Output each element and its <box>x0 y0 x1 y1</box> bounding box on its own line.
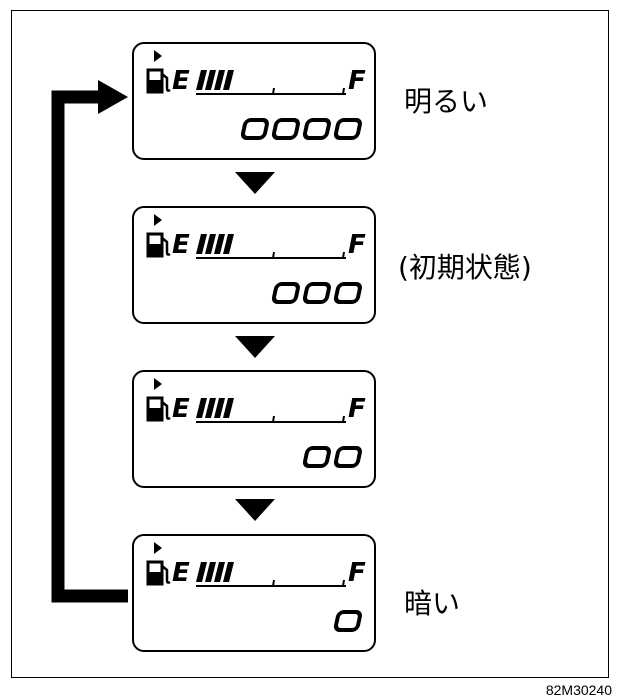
brightness-segment <box>302 446 331 468</box>
fuel-full-letter: F <box>348 66 366 96</box>
figure-code: 82M30240 <box>545 682 612 698</box>
brightness-segment <box>302 118 331 140</box>
brightness-segment <box>302 282 331 304</box>
gauge-bar <box>205 562 216 582</box>
brightness-segment <box>333 118 362 140</box>
indicator-triangle-icon <box>154 50 162 62</box>
gauge-tick <box>272 251 275 259</box>
fuel-pump-icon <box>146 560 171 586</box>
fuel-empty-letter: E <box>172 66 190 96</box>
gauge-tick <box>272 415 275 423</box>
gauge-bar <box>205 234 216 254</box>
gauge-bar <box>196 234 207 254</box>
brightness-segment <box>271 118 300 140</box>
fuel-empty-letter: E <box>172 394 190 424</box>
gauge-bar <box>196 562 207 582</box>
brightness-segment <box>333 446 362 468</box>
fuel-empty-letter: E <box>172 230 190 260</box>
gauge-bar <box>223 70 234 90</box>
gauge-tick <box>342 251 345 259</box>
diagram-frame <box>11 10 609 678</box>
gauge-bar <box>205 70 216 90</box>
gauge-tick <box>342 579 345 587</box>
gauge-tick <box>342 87 345 95</box>
fuel-full-letter: F <box>348 558 366 588</box>
gauge-bar <box>205 398 216 418</box>
fuel-empty-letter: E <box>172 558 190 588</box>
indicator-triangle-icon <box>154 214 162 226</box>
gauge-tick <box>272 579 275 587</box>
loop-arrow-line <box>51 90 128 603</box>
gauge-bar <box>223 234 234 254</box>
down-arrow-1 <box>235 172 275 194</box>
gauge-bar <box>214 70 225 90</box>
gauge-tick <box>272 87 275 95</box>
loop-arrow-head <box>98 80 128 114</box>
gauge-bar <box>214 398 225 418</box>
gauge-bar <box>223 562 234 582</box>
fuel-pump-icon <box>146 396 171 422</box>
lcd-graphics <box>146 542 362 632</box>
fuel-pump-icon <box>146 232 171 258</box>
gauge-bar <box>196 70 207 90</box>
down-arrow-3 <box>235 499 275 521</box>
gauge-bar <box>223 398 234 418</box>
lcd-graphics <box>146 50 362 140</box>
fuel-full-letter: F <box>348 230 366 260</box>
brightness-segment <box>240 118 269 140</box>
state-label-dark: 暗い <box>404 587 461 620</box>
brightness-segment <box>333 610 362 632</box>
indicator-triangle-icon <box>154 378 162 390</box>
gauge-bar <box>214 234 225 254</box>
fuel-pump-icon <box>146 68 171 94</box>
lcd-graphics <box>146 378 362 468</box>
brightness-segment <box>271 282 300 304</box>
brightness-segment <box>333 282 362 304</box>
state-label-bright: 明るい <box>404 85 489 118</box>
down-arrow-2 <box>235 336 275 358</box>
state-label-initial: (初期状態) <box>398 251 532 284</box>
indicator-triangle-icon <box>154 542 162 554</box>
gauge-tick <box>342 415 345 423</box>
lcd-graphics <box>146 214 362 304</box>
gauge-bar <box>214 562 225 582</box>
fuel-full-letter: F <box>348 394 366 424</box>
gauge-bar <box>196 398 207 418</box>
